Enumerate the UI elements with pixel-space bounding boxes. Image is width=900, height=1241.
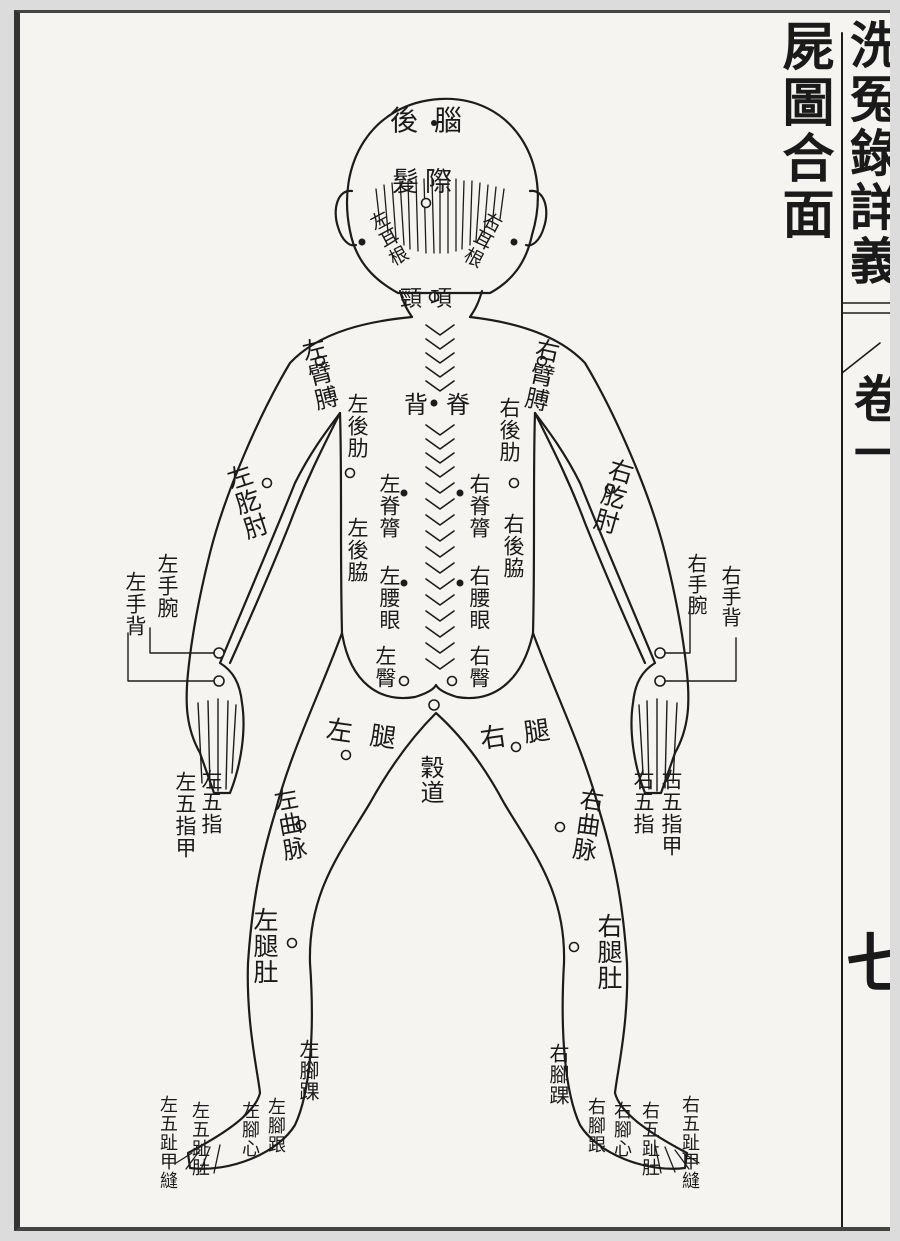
fold-line	[842, 303, 890, 373]
point-left-leg	[342, 751, 351, 760]
buttock-curve	[342, 633, 533, 698]
label-left-toenail-seams: 左五趾甲縫	[158, 1095, 176, 1190]
label-right-calf: 右腿肚	[596, 913, 621, 991]
point-left-calf	[288, 939, 297, 948]
point-left-hand-back	[214, 676, 224, 686]
label-left-rear-rib: 左後肋	[346, 393, 367, 459]
label-hairline: 髮際	[392, 169, 458, 196]
spine-chevrons	[426, 325, 454, 669]
point-left-rear-rib	[346, 469, 355, 478]
label-left-five-fingers: 左五指	[200, 769, 221, 835]
point-right-waist-eye	[457, 580, 464, 587]
body-outline	[187, 317, 689, 1169]
book-title: 洗冤錄詳義	[846, 19, 890, 289]
page-number: 七	[846, 933, 890, 997]
point-right-knee-back	[556, 823, 565, 832]
label-right-ankle: 右腳踝	[548, 1043, 568, 1106]
label-anus: 穀道	[418, 755, 442, 805]
left-ear	[336, 191, 356, 246]
point-left-waist-eye	[401, 580, 408, 587]
label-right-toenail-seams: 右五趾甲縫	[680, 1095, 698, 1190]
point-left-spine-side	[401, 490, 408, 497]
label-left-hand-back: 左手背	[124, 571, 145, 637]
point-left-wrist	[214, 648, 224, 658]
point-right-ear-root	[511, 239, 518, 246]
point-right-calf	[570, 943, 579, 952]
label-left-spine-side: 左脊膂	[378, 473, 399, 539]
label-left-rear-flank: 左後脇	[346, 517, 367, 583]
point-left-buttock	[400, 677, 409, 686]
label-right-rear-flank: 右後脇	[502, 513, 523, 579]
point-right-rear-rib	[510, 479, 519, 488]
label-left-buttock: 左臀	[374, 645, 395, 689]
label-right-fingernails: 右五指甲	[660, 769, 681, 857]
point-right-spine-side	[457, 490, 464, 497]
point-right-wrist	[655, 648, 665, 658]
right-hand-back-leader	[664, 638, 736, 681]
label-left-heel: 左腳跟	[266, 1097, 284, 1154]
label-right-waist-eye: 右腰眼	[468, 565, 489, 631]
left-wrist-leader	[150, 628, 216, 653]
volume-label: 卷一	[850, 373, 890, 481]
page-title: 屍圖合面	[777, 19, 829, 243]
label-left-ankle: 左腳踝	[298, 1039, 318, 1102]
label-left-fingernails: 左五指甲	[174, 771, 195, 859]
label-right-sole: 右腳心	[612, 1101, 630, 1158]
label-neck: 頸項	[400, 289, 460, 311]
label-right-heel: 右腳跟	[586, 1097, 604, 1154]
point-right-hand-back	[655, 676, 665, 686]
label-right-rear-rib: 右後肋	[498, 397, 519, 463]
point-left-ear-root	[359, 239, 366, 246]
label-right-spine-side: 右脊膂	[468, 473, 489, 539]
label-left-wrist: 左手腕	[156, 553, 177, 619]
label-head-back: 後腦	[390, 107, 478, 135]
label-left-toe-pads: 左五趾肚	[190, 1101, 208, 1177]
label-left-sole: 左腳心	[240, 1101, 258, 1158]
label-right-hand-back: 右手背	[720, 565, 740, 628]
label-right-wrist: 右手腕	[686, 553, 706, 616]
left-hand-back-leader	[128, 633, 216, 681]
label-right-five-fingers: 右五指	[632, 769, 653, 835]
label-left-waist-eye: 左腰眼	[378, 565, 399, 631]
label-left-calf: 左腿肚	[252, 907, 277, 985]
label-right-buttock: 右臀	[468, 645, 489, 689]
label-right-toe-pads: 右五趾肚	[640, 1101, 658, 1177]
point-hairline	[422, 199, 431, 208]
label-back-spine: 背脊	[404, 393, 488, 417]
point-anus	[429, 700, 439, 710]
point-right-buttock	[448, 677, 457, 686]
book-page: 屍圖合面 洗冤錄詳義 卷一 七 後腦 髮際 左耳根 右耳根 頸項 背脊 左臂膊 …	[14, 10, 890, 1231]
point-left-elbow	[263, 479, 272, 488]
